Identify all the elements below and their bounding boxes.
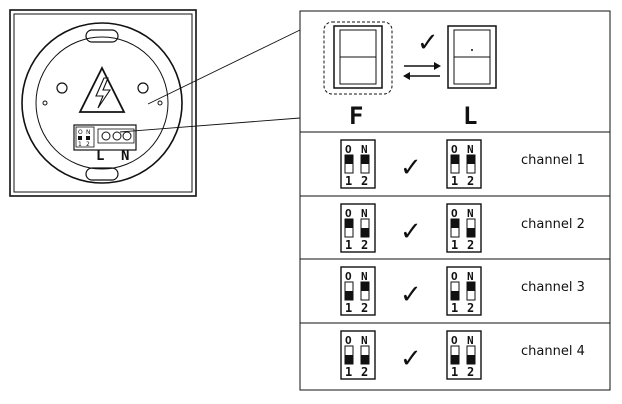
- dip-num-1: 1: [345, 301, 352, 315]
- dip-num-1: 1: [345, 174, 352, 188]
- mode-label-f: F: [349, 102, 363, 130]
- dip-num-1: 1: [345, 365, 352, 379]
- device-dip-num-1: 1: [78, 141, 82, 148]
- dip-header-o: O: [345, 207, 352, 220]
- dip-knob: [451, 291, 459, 300]
- terminal-block: O N 1 2 L N: [73, 124, 137, 164]
- dip-knob: [451, 219, 459, 228]
- dip-header-n: N: [361, 143, 368, 156]
- dip-num-2: 2: [361, 365, 368, 379]
- dip-num-2: 2: [467, 365, 474, 379]
- dip-num-2: 2: [467, 238, 474, 252]
- swap-arrows-icon: [403, 62, 441, 80]
- dip-header-n: N: [467, 334, 474, 347]
- dip-header-n: N: [361, 334, 368, 347]
- dip-num-1: 1: [345, 238, 352, 252]
- dip-header-n: N: [361, 207, 368, 220]
- rocker-switch-f-icon: [333, 25, 383, 89]
- dip-num-2: 2: [361, 174, 368, 188]
- dip-knob: [345, 355, 353, 364]
- dip-num-2: 2: [361, 238, 368, 252]
- dip-header-o: O: [451, 334, 458, 347]
- dip-num-2: 2: [467, 301, 474, 315]
- dip-num-1: 1: [451, 238, 458, 252]
- channel-label: channel 2: [521, 217, 585, 232]
- dip-header-n: N: [467, 207, 474, 220]
- dip-header-o: O: [451, 270, 458, 283]
- channel-label: channel 4: [521, 344, 585, 359]
- selected-mode-frame: [323, 21, 393, 95]
- dip-knob: [345, 219, 353, 228]
- dip-knob: [361, 228, 369, 237]
- high-voltage-warning-icon: [78, 65, 126, 113]
- dip-knob: [467, 155, 475, 164]
- device-dip-num-2: 2: [86, 141, 90, 148]
- dip-header-o: O: [451, 143, 458, 156]
- dip-knob: [451, 155, 459, 164]
- dip-header-o: O: [345, 270, 352, 283]
- check-icon: ✓: [400, 280, 422, 310]
- dip-num-2: 2: [361, 301, 368, 315]
- dip-num-2: 2: [467, 174, 474, 188]
- settings-table: [299, 10, 611, 391]
- dip-header-o: O: [451, 207, 458, 220]
- dip-knob: [451, 355, 459, 364]
- rocker-switch-l-icon: [447, 25, 497, 89]
- dip-knob: [345, 155, 353, 164]
- device-dip-header-o: O: [78, 129, 83, 136]
- terminal-label-l: L: [96, 148, 104, 164]
- mode-row: ✓ F L: [323, 21, 497, 130]
- check-icon: ✓: [400, 217, 422, 247]
- dip-knob: [361, 155, 369, 164]
- dip-knob: [467, 355, 475, 364]
- dip-knob: [345, 291, 353, 300]
- dip-num-1: 1: [451, 174, 458, 188]
- dip-knob: [467, 228, 475, 237]
- mode-check-icon: ✓: [417, 28, 439, 58]
- dip-num-1: 1: [451, 301, 458, 315]
- dip-header-n: N: [467, 143, 474, 156]
- device-dip-header-n: N: [86, 129, 91, 136]
- dip-header-n: N: [361, 270, 368, 283]
- dip-num-1: 1: [451, 365, 458, 379]
- dip-knob: [467, 282, 475, 291]
- mode-label-l: L: [463, 102, 477, 130]
- check-icon: ✓: [400, 153, 422, 183]
- dip-header-o: O: [345, 143, 352, 156]
- terminal-label-n: N: [121, 148, 129, 164]
- device-back-view: O N 1 2 L N: [9, 9, 301, 197]
- dip-knob: [361, 355, 369, 364]
- channel-label: channel 1: [521, 153, 585, 168]
- check-icon: ✓: [400, 344, 422, 374]
- dip-knob: [361, 282, 369, 291]
- channel-label: channel 3: [521, 280, 585, 295]
- dip-header-o: O: [345, 334, 352, 347]
- dip-header-n: N: [467, 270, 474, 283]
